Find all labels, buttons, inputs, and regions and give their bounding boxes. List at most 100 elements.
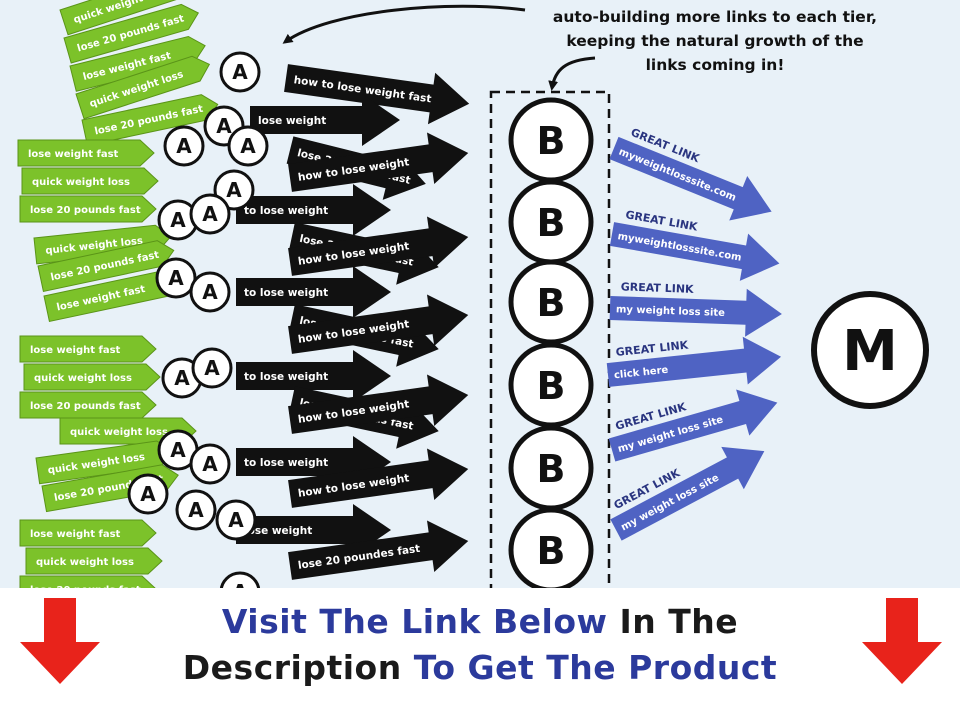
a-node: A [189, 193, 231, 235]
a-node-label: A [168, 266, 184, 290]
green-tag-label: lose weight fast [30, 529, 121, 540]
a-node-label: A [170, 208, 186, 232]
black-arrow-label: to lose weight [244, 205, 328, 217]
red-down-arrow-icon [862, 598, 942, 684]
black-arrow-label: lose weight [258, 115, 326, 127]
green-keyword-tag: lose 20 pounds fast [19, 195, 157, 223]
green-tag-label: quick weight loss [32, 177, 130, 188]
link-tier-diagram: quick weight loss lose 20 pounds fast lose… [0, 0, 960, 590]
banner-get-product-text: To Get The Product [413, 648, 778, 687]
great-link-title: GREAT LINK [621, 280, 695, 296]
annotation-curved-arrow [282, 4, 526, 44]
a-node-label: A [228, 508, 244, 532]
a-node-label: A [202, 202, 218, 226]
a-node: A [189, 271, 231, 313]
blue-great-link-arrow: GREAT LINK my weight loss site [609, 280, 782, 337]
black-link-arrow: lose weight [250, 94, 400, 146]
b-node: B [508, 97, 594, 183]
a-node: A [127, 473, 169, 515]
b-node-label: B [537, 447, 566, 491]
black-link-arrow: lose 20 poundes fast [288, 520, 469, 580]
red-down-arrow-icon [20, 598, 100, 684]
green-keyword-tag: quick weight loss [21, 167, 159, 195]
a-node-label: A [176, 134, 192, 158]
note-line-1: auto-building more links to each tier, [553, 8, 877, 26]
green-keyword-tag: quick weight loss [23, 363, 161, 391]
a-node-label: A [188, 498, 204, 522]
b-tier-dashed-box [489, 90, 611, 590]
a-node-label: A [232, 60, 248, 84]
a-node: A [191, 347, 233, 389]
b-node: B [508, 342, 594, 428]
a-node-label: A [232, 580, 248, 590]
b-node: B [508, 179, 594, 265]
b-node-label: B [537, 281, 566, 325]
banner-visit-link-text: Visit The Link Below [221, 602, 608, 641]
black-arrow-label: lose weight [244, 525, 312, 537]
green-tag-stack: quick weight loss lose 20 pounds fast lose… [17, 0, 219, 590]
banner-description-text: Description [182, 648, 402, 687]
a-node: A [163, 125, 205, 167]
black-arrow-label: to lose weight [244, 371, 328, 383]
a-node-label: A [202, 280, 218, 304]
m-node: M [811, 291, 929, 409]
m-node-label: M [842, 319, 898, 384]
green-tag-label: lose weight fast [30, 345, 121, 356]
a-node: A [161, 357, 203, 399]
a-node: A [157, 429, 199, 471]
a-node-label: A [140, 482, 156, 506]
note-line-3: links coming in! [646, 56, 785, 74]
note-line-2: keeping the natural growth of the [566, 32, 863, 50]
annotation-note: auto-building more links to each tier, k… [553, 8, 877, 74]
black-link-arrow: to lose weight [236, 184, 391, 236]
black-link-arrow: to lose weight [236, 266, 391, 318]
a-node-label: A [204, 356, 220, 380]
black-arrow-label: to lose weight [244, 287, 328, 299]
green-keyword-tag: lose weight fast [19, 335, 157, 363]
b-node-label: B [537, 119, 566, 163]
great-link-anchor: my weight loss site [616, 304, 726, 319]
a-node: A [215, 499, 257, 541]
green-tag-label: lose 20 pounds fast [30, 205, 141, 216]
a-node: A [155, 257, 197, 299]
a-node: A [219, 51, 261, 93]
banner-line-2: Description To Get The Product [0, 648, 960, 687]
a-node-label: A [170, 438, 186, 462]
a-node-label: A [174, 366, 190, 390]
a-node-label: A [240, 134, 256, 158]
green-tag-label: quick weight loss [34, 373, 132, 384]
green-keyword-tag: quick weight loss [25, 547, 163, 575]
green-tag-label: quick weight loss [36, 557, 134, 568]
black-link-arrow: lose weight [236, 504, 391, 556]
green-keyword-tag: lose weight fast [69, 35, 206, 92]
green-tag-label: lose 20 pounds fast [30, 401, 141, 412]
b-node: B [508, 507, 594, 590]
green-keyword-tag: lose weight fast [19, 519, 157, 547]
green-tag-label: lose 20 pounds fast [30, 585, 141, 590]
a-node: A [213, 169, 255, 211]
black-arrow-label: to lose weight [244, 457, 328, 469]
a-node-group: AAAAAAAAAAAAAAAAA [127, 51, 269, 590]
b-node-label: B [537, 201, 566, 245]
black-link-arrow: to lose weight [236, 350, 391, 402]
a-node: A [189, 443, 231, 485]
green-keyword-tag: lose weight fast [17, 139, 155, 167]
b-node-label: B [537, 529, 566, 573]
green-tag-label: lose weight fast [28, 149, 119, 160]
banner-line-1: Visit The Link Below In The [0, 602, 960, 641]
a-node: A [227, 125, 269, 167]
a-node: A [175, 489, 217, 531]
green-keyword-tag: lose weight fast [43, 270, 181, 323]
green-tag-label: quick weight loss [70, 427, 168, 438]
b-node-label: B [537, 364, 566, 408]
green-keyword-tag: lose 20 pounds fast [19, 391, 157, 419]
a-node: A [219, 571, 261, 590]
banner-in-the-text: In The [619, 602, 739, 641]
a-node-label: A [202, 452, 218, 476]
green-keyword-tag: lose 20 pounds fast [19, 575, 157, 590]
cta-banner: Visit The Link Below In The Description … [0, 588, 960, 720]
a-node-label: A [216, 114, 232, 138]
b-node: B [508, 259, 594, 345]
